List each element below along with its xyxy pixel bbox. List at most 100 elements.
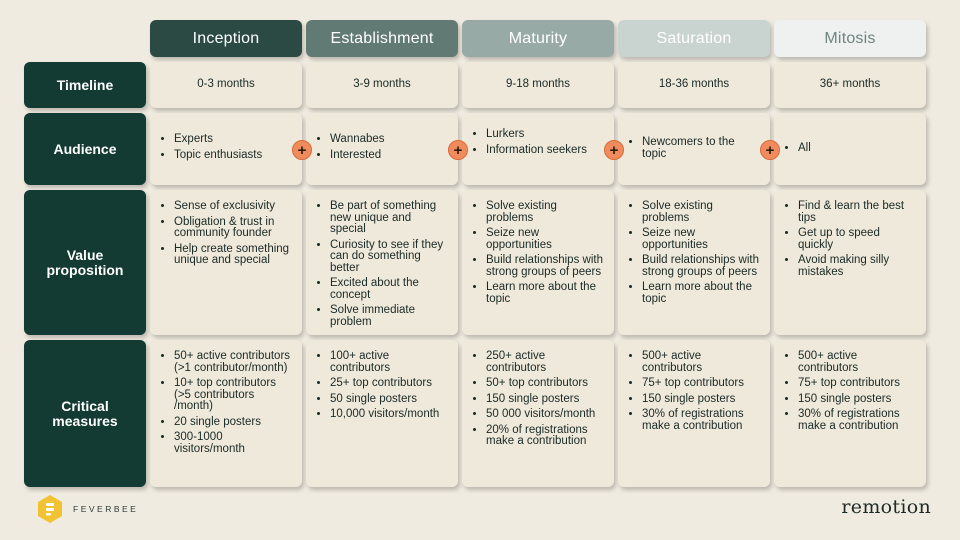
list-item: 50 single posters bbox=[330, 393, 450, 406]
phase-header-establishment: Establishment bbox=[306, 20, 458, 57]
audience-cell: Experts Topic enthusiasts bbox=[150, 113, 302, 185]
plus-icon: + bbox=[760, 140, 780, 160]
list-item: Get up to speed quickly bbox=[798, 227, 918, 251]
list-item: 50+ active contributors (>1 contributor/… bbox=[174, 350, 294, 374]
audience-cell: + Newcomers to the topic bbox=[604, 113, 770, 185]
list-item: 25+ top contributors bbox=[330, 377, 450, 390]
list-item: Wannabes bbox=[330, 133, 450, 146]
audience-cell: + All bbox=[760, 113, 926, 185]
list-item: Experts bbox=[174, 133, 294, 146]
list-item: 30% of registrations make a contribution bbox=[798, 408, 918, 432]
row-header-audience: Audience bbox=[24, 113, 146, 185]
value-cell: Sense of exclusivity Obligation & trust … bbox=[150, 190, 302, 335]
phase-header-maturity: Maturity bbox=[462, 20, 614, 57]
list-item: Be part of something new unique and spec… bbox=[330, 200, 450, 236]
list-item: 10+ top contributors (>5 contributors /m… bbox=[174, 377, 294, 413]
value-list: Be part of something new unique and spec… bbox=[318, 200, 450, 328]
list-item: Build relationships with strong groups o… bbox=[486, 254, 606, 278]
value-list: Solve existing problems Seize new opport… bbox=[630, 200, 762, 305]
measures-cell: 250+ active contributors 50+ top contrib… bbox=[462, 340, 614, 487]
measures-list: 250+ active contributors 50+ top contrib… bbox=[474, 350, 606, 448]
list-item: Solve existing problems bbox=[486, 200, 606, 224]
list-item: Help create something unique and special bbox=[174, 243, 294, 267]
timeline-cell: 0-3 months bbox=[150, 62, 302, 108]
list-item: 20 single posters bbox=[174, 416, 294, 429]
list-item: Sense of exclusivity bbox=[174, 200, 294, 213]
list-item: 150 single posters bbox=[798, 393, 918, 406]
value-list: Find & learn the best tips Get up to spe… bbox=[786, 200, 918, 278]
plus-icon: + bbox=[604, 140, 624, 160]
row-header-critical-measures: Critical measures bbox=[24, 340, 146, 487]
list-item: Solve immediate problem bbox=[330, 304, 450, 328]
list-item: 50+ top contributors bbox=[486, 377, 606, 390]
list-item: 150 single posters bbox=[486, 393, 606, 406]
list-item: 300-1000 visitors/month bbox=[174, 431, 294, 455]
measures-list: 50+ active contributors (>1 contributor/… bbox=[162, 350, 294, 455]
phase-header-mitosis: Mitosis bbox=[774, 20, 926, 57]
audience-cell: + Lurkers Information seekers bbox=[448, 113, 614, 185]
audience-cell: + Wannabes Interested bbox=[292, 113, 458, 185]
timeline-cell: 36+ months bbox=[774, 62, 926, 108]
list-item: 75+ top contributors bbox=[642, 377, 762, 390]
list-item: Avoid making silly mistakes bbox=[798, 254, 918, 278]
bee-icon bbox=[35, 494, 65, 524]
list-item: 100+ active contributors bbox=[330, 350, 450, 374]
list-item: 150 single posters bbox=[642, 393, 762, 406]
feverbee-wordmark: FEVERBEE bbox=[73, 504, 139, 514]
timeline-cell: 3-9 months bbox=[306, 62, 458, 108]
measures-cell: 100+ active contributors 25+ top contrib… bbox=[306, 340, 458, 487]
list-item: 500+ active contributors bbox=[798, 350, 918, 374]
timeline-cell: 18-36 months bbox=[618, 62, 770, 108]
measures-list: 100+ active contributors 25+ top contrib… bbox=[318, 350, 450, 421]
list-item: 500+ active contributors bbox=[642, 350, 762, 374]
value-cell: Solve existing problems Seize new opport… bbox=[618, 190, 770, 335]
list-item: 250+ active contributors bbox=[486, 350, 606, 374]
list-item: Interested bbox=[330, 149, 450, 162]
list-item: 75+ top contributors bbox=[798, 377, 918, 390]
list-item: Seize new opportunities bbox=[486, 227, 606, 251]
list-item: 20% of registrations make a contribution bbox=[486, 424, 606, 448]
feverbee-logo: FEVERBEE bbox=[35, 494, 138, 524]
audience-list: Wannabes Interested bbox=[318, 133, 450, 162]
list-item: Newcomers to the topic bbox=[642, 136, 762, 160]
list-item: Learn more about the topic bbox=[642, 281, 762, 305]
measures-list: 500+ active contributors 75+ top contrib… bbox=[630, 350, 762, 432]
list-item: 50 000 visitors/month bbox=[486, 408, 606, 421]
audience-list: Lurkers Information seekers bbox=[474, 128, 606, 157]
value-cell: Solve existing problems Seize new opport… bbox=[462, 190, 614, 335]
list-item: 10,000 visitors/month bbox=[330, 408, 450, 421]
audience-list: All bbox=[786, 142, 918, 155]
measures-list: 500+ active contributors 75+ top contrib… bbox=[786, 350, 918, 432]
list-item: Find & learn the best tips bbox=[798, 200, 918, 224]
timeline-cell: 9-18 months bbox=[462, 62, 614, 108]
measures-cell: 500+ active contributors 75+ top contrib… bbox=[774, 340, 926, 487]
list-item: Information seekers bbox=[486, 144, 606, 157]
list-item: Learn more about the topic bbox=[486, 281, 606, 305]
value-cell: Be part of something new unique and spec… bbox=[306, 190, 458, 335]
list-item: Seize new opportunities bbox=[642, 227, 762, 251]
audience-list: Experts Topic enthusiasts bbox=[162, 133, 294, 162]
phase-header-saturation: Saturation bbox=[618, 20, 770, 57]
list-item: Obligation & trust in community founder bbox=[174, 216, 294, 240]
list-item: All bbox=[798, 142, 918, 155]
audience-list: Newcomers to the topic bbox=[630, 136, 762, 160]
remotion-logo: remotion bbox=[841, 496, 931, 518]
community-lifecycle-table: Inception Establishment Maturity Saturat… bbox=[24, 20, 926, 487]
list-item: Solve existing problems bbox=[642, 200, 762, 224]
list-item: Topic enthusiasts bbox=[174, 149, 294, 162]
corner-spacer bbox=[24, 20, 146, 57]
list-item: 30% of registrations make a contribution bbox=[642, 408, 762, 432]
measures-cell: 500+ active contributors 75+ top contrib… bbox=[618, 340, 770, 487]
value-cell: Find & learn the best tips Get up to spe… bbox=[774, 190, 926, 335]
phase-header-inception: Inception bbox=[150, 20, 302, 57]
row-header-timeline: Timeline bbox=[24, 62, 146, 108]
plus-icon: + bbox=[292, 140, 312, 160]
plus-icon: + bbox=[448, 140, 468, 160]
value-list: Solve existing problems Seize new opport… bbox=[474, 200, 606, 305]
list-item: Curiosity to see if they can do somethin… bbox=[330, 239, 450, 275]
row-header-value-proposition: Value proposition bbox=[24, 190, 146, 335]
measures-cell: 50+ active contributors (>1 contributor/… bbox=[150, 340, 302, 487]
list-item: Excited about the concept bbox=[330, 277, 450, 301]
value-list: Sense of exclusivity Obligation & trust … bbox=[162, 200, 294, 267]
list-item: Lurkers bbox=[486, 128, 606, 141]
